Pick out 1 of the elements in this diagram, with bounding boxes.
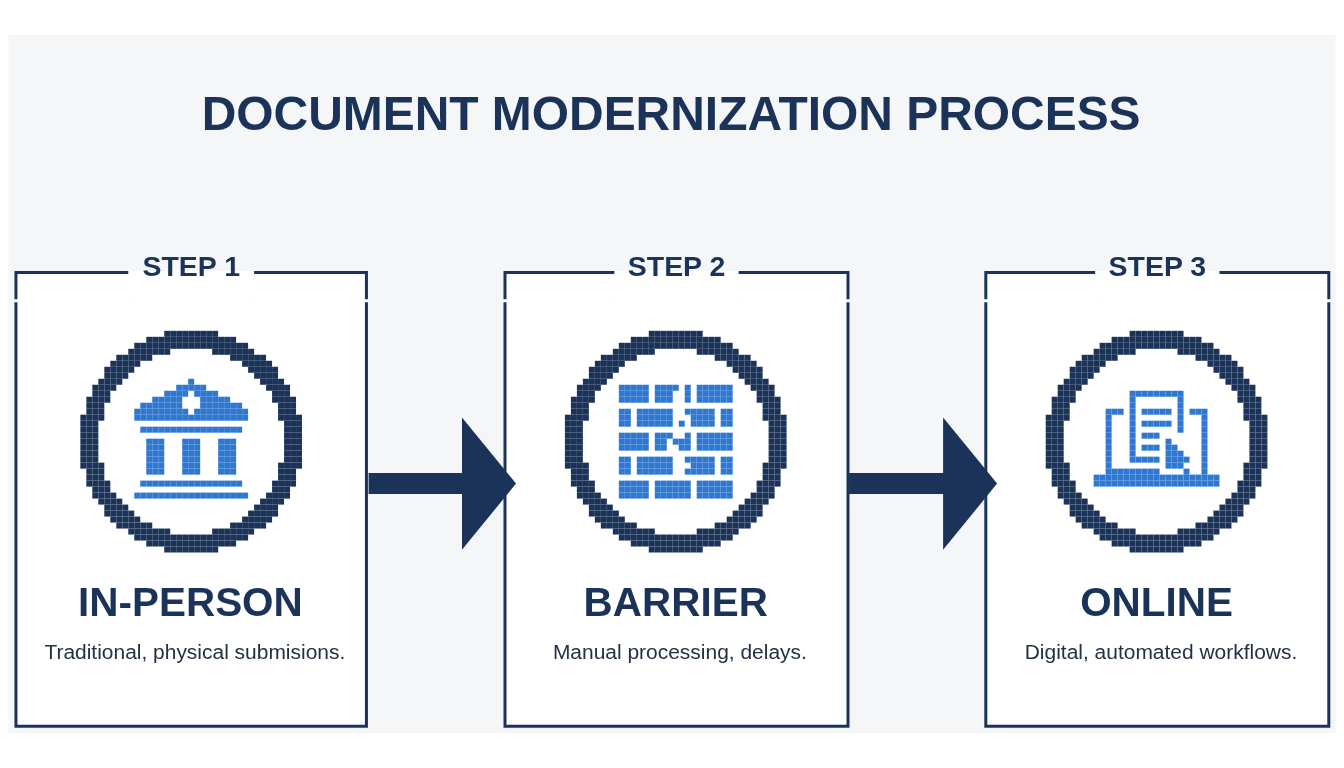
diagram-title: DOCUMENT MODERNIZATION PROCESS [201,86,1141,140]
